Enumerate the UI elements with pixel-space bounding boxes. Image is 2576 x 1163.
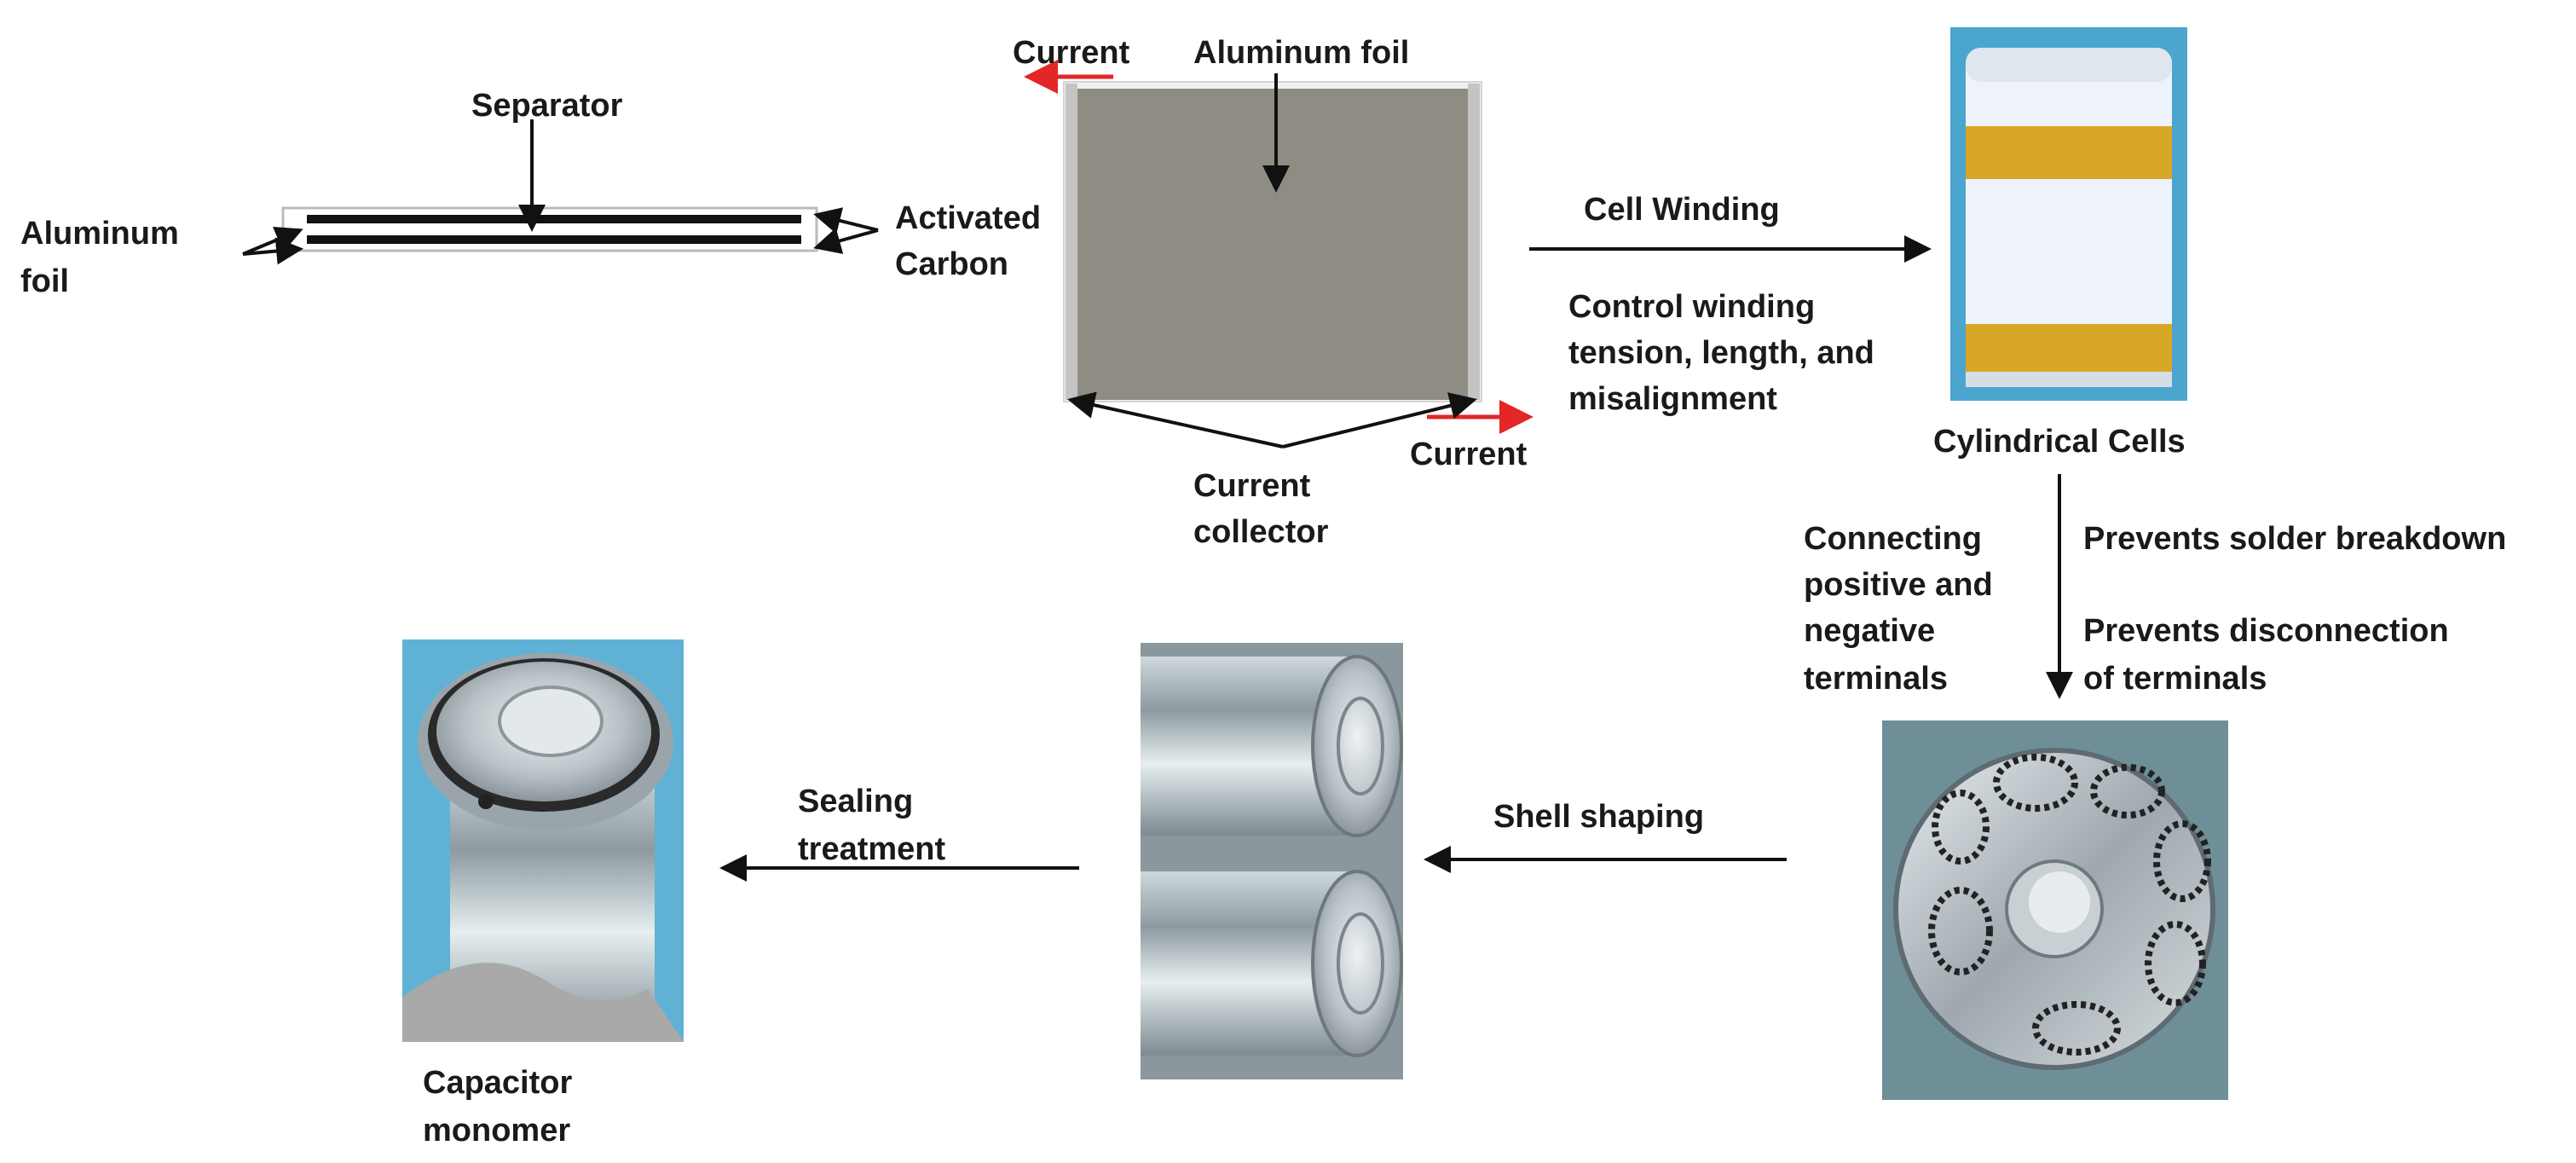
activated-carbon-label-line1: Activated	[895, 200, 1041, 236]
aluminum-foil-pointer-top	[242, 227, 303, 256]
connecting-label-line1: Connecting	[1804, 521, 1982, 557]
current-collector-pointer-right	[1282, 392, 1477, 448]
electrode-sheet	[1063, 81, 1482, 402]
prevents-disconnection-label-line1: Prevents disconnection	[2083, 613, 2449, 649]
activated-carbon-label-line2: Carbon	[895, 246, 1008, 282]
current-collector-strip-right	[1468, 84, 1480, 400]
connecting-label-line3: negative	[1804, 613, 1935, 649]
activated-carbon-coating	[1077, 89, 1468, 400]
control-winding-label-line1: Control winding	[1568, 289, 1815, 325]
aluminum-foil-pointer-bottom	[242, 237, 303, 265]
cell-winding-label: Cell Winding	[1584, 192, 1780, 228]
prevents-solder-label: Prevents solder breakdown	[2083, 521, 2506, 557]
activated-carbon-layer-bottom	[307, 235, 801, 244]
welded-terminal-photo-icon	[1882, 720, 2228, 1100]
capacitor-monomer-label-line2: monomer	[423, 1113, 570, 1149]
activated-carbon-pointer-top	[813, 207, 879, 234]
activated-carbon-pointer-bottom	[813, 228, 879, 254]
current-collector-label-line1: Current	[1193, 468, 1311, 504]
aluminum-foil-left-label-line2: foil	[20, 263, 69, 299]
separator-outline	[281, 206, 818, 252]
connecting-label-line4: terminals	[1804, 661, 1948, 697]
aluminum-foil-left-label-line1: Aluminum	[20, 216, 179, 252]
separator-stack	[281, 206, 818, 252]
control-winding-label-line2: tension, length, and	[1568, 335, 1874, 371]
shaped-shell-photo-icon	[1141, 643, 1403, 1079]
control-winding-label-line3: misalignment	[1568, 381, 1777, 417]
capacitor-monomer-label-line1: Capacitor	[423, 1065, 572, 1101]
separator-label: Separator	[471, 88, 623, 124]
aluminum-foil-top-label: Aluminum foil	[1193, 35, 1409, 71]
prevents-disconnection-label-line2: of terminals	[2083, 661, 2267, 697]
current-collector-strip-left	[1066, 84, 1077, 400]
capacitor-photo-icon	[402, 639, 684, 1042]
current-top-label: Current	[1013, 35, 1130, 71]
current-bottom-label: Current	[1410, 437, 1528, 472]
sealing-label-line2: treatment	[798, 831, 945, 867]
wound-cell-photo-icon	[1950, 27, 2187, 401]
connecting-label-line2: positive and	[1804, 567, 1993, 603]
sealing-label-line1: Sealing	[798, 784, 913, 819]
activated-carbon-layer-top	[307, 215, 801, 223]
shell-shaping-label: Shell shaping	[1493, 799, 1704, 835]
current-collector-label-line2: collector	[1193, 514, 1329, 550]
current-collector-pointer-left	[1067, 391, 1284, 448]
cylindrical-cells-label: Cylindrical Cells	[1933, 424, 2186, 460]
